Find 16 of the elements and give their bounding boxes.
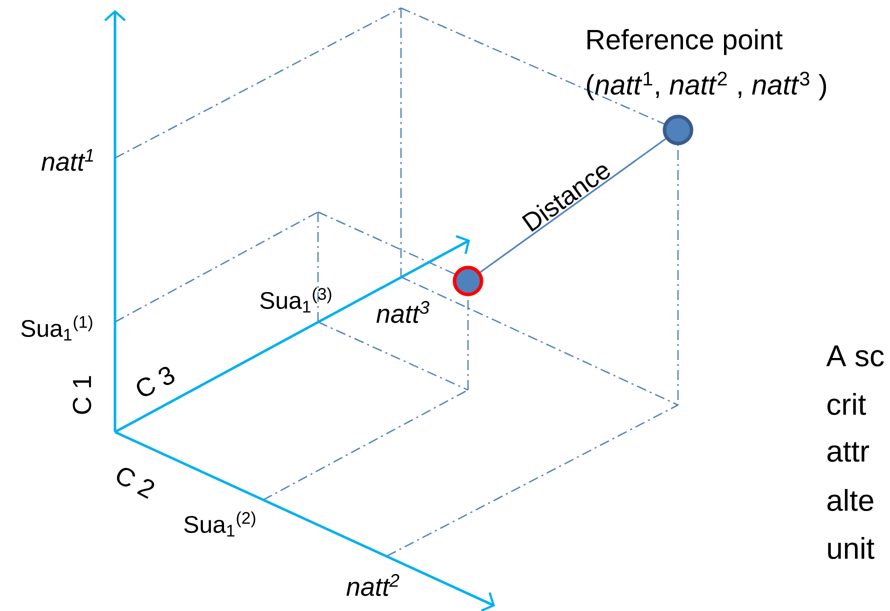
axis-value-label: natt$^{2}$ [346, 574, 400, 596]
paragraph-line: A sc [826, 346, 884, 366]
paragraph-line: unit [828, 537, 874, 560]
axis-value-label: Sua$_{1}$(2) [184, 512, 256, 536]
axis-label: C 3 [136, 366, 174, 396]
data-point [452, 266, 484, 296]
axis-value-label: natt$^{1}$ [41, 149, 93, 171]
axis-label: C 1 [72, 376, 92, 414]
paragraph-line: attr [827, 442, 870, 462]
connector-line [480, 138, 666, 273]
axis-label: C 2 [116, 468, 154, 499]
axis-value-label: Sua$_{1}$(1) [21, 316, 92, 340]
point-caption: Reference point [588, 28, 783, 56]
axis-value-label: natt$^{3}$ [376, 301, 430, 323]
paragraph-line: alte [827, 489, 874, 512]
paragraph-line: crit [827, 393, 866, 416]
